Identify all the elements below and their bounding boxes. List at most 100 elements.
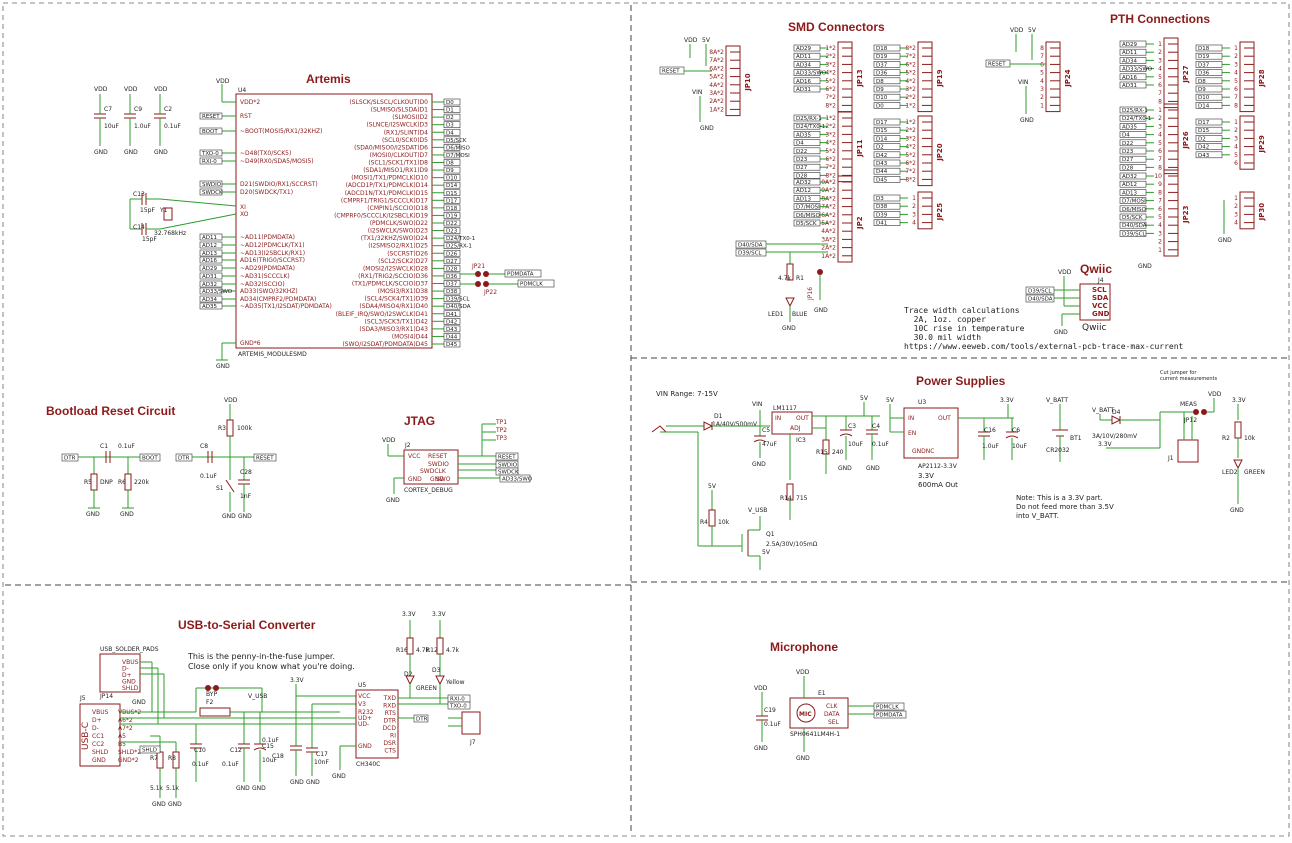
title-usb-serial: USB-to-Serial Converter	[178, 618, 316, 632]
bt1-vbatt: V_BATT	[1046, 397, 1068, 404]
dc-jack	[651, 425, 667, 433]
y1-ref: Y1	[159, 207, 168, 214]
artemis-pin-sda1-miso1-rx1-d9: (SDA1/MISO1/RX1)D9	[363, 167, 428, 174]
byp-pad-a[interactable]	[205, 685, 211, 691]
header-jp10	[725, 45, 741, 117]
q1-val: 2.5A/30V/105mΩ	[766, 541, 818, 548]
artemis-pin-scl0-sck0-d5: (SCL0/SCK0)D5	[382, 137, 428, 144]
decoup-gnd-2: GND	[154, 149, 168, 156]
header-jp2-flag-3	[793, 203, 821, 210]
jp12-pad-b[interactable]	[1201, 409, 1207, 415]
jtag-swdio-net: SWDIO	[498, 463, 518, 469]
header-jp23-net-2: AD13	[1122, 190, 1137, 196]
ic3-5v: 5V	[860, 395, 869, 402]
c8-ref: C8	[200, 443, 208, 450]
boot-dtr-net-a: DTR	[64, 456, 76, 462]
usb-rxi-net: RXI-0	[450, 697, 465, 703]
j5-pin2-2: A7*2	[118, 725, 133, 732]
header-jp26	[1163, 103, 1179, 175]
artemis-left-flag-11	[199, 272, 223, 280]
c28-ref: C28	[240, 469, 252, 476]
artemis-net-flag-15	[443, 212, 461, 219]
decoup-gnd-1: GND	[124, 149, 138, 156]
header-jp20	[917, 115, 933, 187]
jtag-vdd: VDD	[382, 437, 396, 444]
artemis-pin-mosi3-rx1-d38: (MOSI3/RX1)D38	[378, 288, 429, 295]
c17-gnd: GND	[306, 779, 320, 786]
artemis-left-net-ad35: AD35	[202, 304, 217, 310]
header-jp10-pin-0: 8A*2	[709, 49, 724, 56]
jp24-gnd: GND	[1020, 117, 1034, 124]
header-jp19-flag-5	[873, 85, 901, 93]
j5-pin-cc1: CC1	[92, 733, 104, 740]
header-jp25-flag-0	[873, 194, 901, 202]
jp14-pin-shld: SHLD	[122, 685, 139, 692]
header-jp11-pin-7: 8*2	[825, 172, 836, 179]
artemis-pin-mosi1-tx1-pdmclk-d10: (MOSI1/TX1/PDMCLK)D10	[351, 175, 428, 182]
header-jp2-pin-7: 3A*2	[821, 236, 836, 243]
header-jp25-flag-1	[873, 202, 901, 210]
jp22-jumper[interactable]: JP22	[475, 281, 497, 296]
header-jp19-net-4: D8	[876, 79, 884, 85]
byp-pad-b[interactable]	[213, 685, 219, 691]
header-jp2-flag-4	[793, 211, 821, 219]
e1-clk: CLK	[826, 703, 839, 710]
artemis-pin-sda4-miso4-rx1-d40: (SDA4/MISO4/RX1)D40	[359, 303, 428, 310]
jp24-5v: 5V	[1028, 27, 1037, 34]
c18-gnd: GND	[290, 779, 304, 786]
artemis-pin-pdmclk-swo-d22: (PDMCLK/SWO)D22	[370, 220, 428, 227]
artemis-net-flag-9	[443, 166, 461, 174]
u4-ref: U4	[238, 87, 246, 94]
artemis-pin-swo-i2sdat-pdmdata-d45: (SWO/I2SDAT/PDMDATA)D45	[342, 341, 428, 348]
jp21-jumper[interactable]: JP21	[471, 263, 489, 277]
jp24-vin: VIN	[1018, 79, 1028, 86]
jtag-swo-net: AD33/SWO	[502, 477, 533, 483]
jp16-label: JP16	[807, 287, 814, 301]
header-jp28-net-6: D10	[1198, 95, 1210, 101]
j5-pin2-5: SHLD*2	[118, 749, 141, 756]
jp16-pad[interactable]	[817, 269, 823, 275]
header-jp27-net-5: AD31	[1122, 83, 1137, 89]
mic-icon	[796, 703, 816, 723]
header-jp26-flag-7	[1119, 164, 1147, 171]
header-jp23-net-0: AD32	[1122, 174, 1137, 180]
r1-ref: R1	[796, 275, 804, 282]
artemis-pin-ad33-swo-32khz: AD33(SWO/32KHZ)	[240, 288, 298, 295]
c19-vdd: VDD	[754, 685, 768, 692]
header-jp2-pin-3: 7A*2	[821, 204, 836, 211]
artemis-net-flag-32	[443, 340, 461, 348]
c3-val: 10uF	[848, 441, 863, 448]
header-jp20-net-6: D44	[876, 169, 888, 175]
j2-ref: J2	[404, 442, 411, 449]
jp12-pad-a[interactable]	[1193, 409, 1199, 415]
jp16-gnd: GND	[814, 307, 828, 314]
qwiic-scl: SCL	[1092, 286, 1107, 294]
j7-label: J7	[469, 739, 476, 746]
header-jp24-pin-0: 8	[1040, 45, 1044, 52]
c14-val: 15pF	[142, 236, 157, 243]
c19-gnd: GND	[754, 745, 768, 752]
led2-gnd: GND	[1230, 507, 1244, 514]
qwiic-vcc: VCC	[1092, 302, 1108, 310]
header-jp26-flag-5	[1119, 147, 1147, 155]
s1-ref[interactable]: S1	[216, 485, 224, 492]
artemis-net-flag-31	[443, 333, 461, 340]
jp10-5v: 5V	[702, 37, 711, 44]
c4-ref: C4	[872, 423, 880, 430]
artemis-net-d41: D41	[446, 312, 457, 318]
artemis-pin-d20-swdck-tx1: D20(SWDCK/TX1)	[240, 189, 293, 196]
header-jp13-pin-7: 8*2	[825, 102, 836, 109]
header-jp23-pin-4: 6	[1158, 206, 1162, 213]
header-jp20-pin-0: 1*2	[905, 119, 916, 126]
jp10-reset-net: RESET	[662, 69, 680, 75]
r6-ref: R6	[118, 479, 126, 486]
header-jp23-flag-2	[1119, 189, 1147, 196]
artemis-net-d37: D37	[446, 282, 458, 288]
header-jp13-net-4: AD16	[796, 79, 811, 85]
artemis-pin-vdd-2: VDD*2	[240, 99, 260, 106]
header-jp26-pin-7: 8	[1158, 164, 1162, 171]
header-jp19-net-6: D10	[876, 95, 888, 101]
led2-val: GREEN	[1244, 469, 1265, 476]
